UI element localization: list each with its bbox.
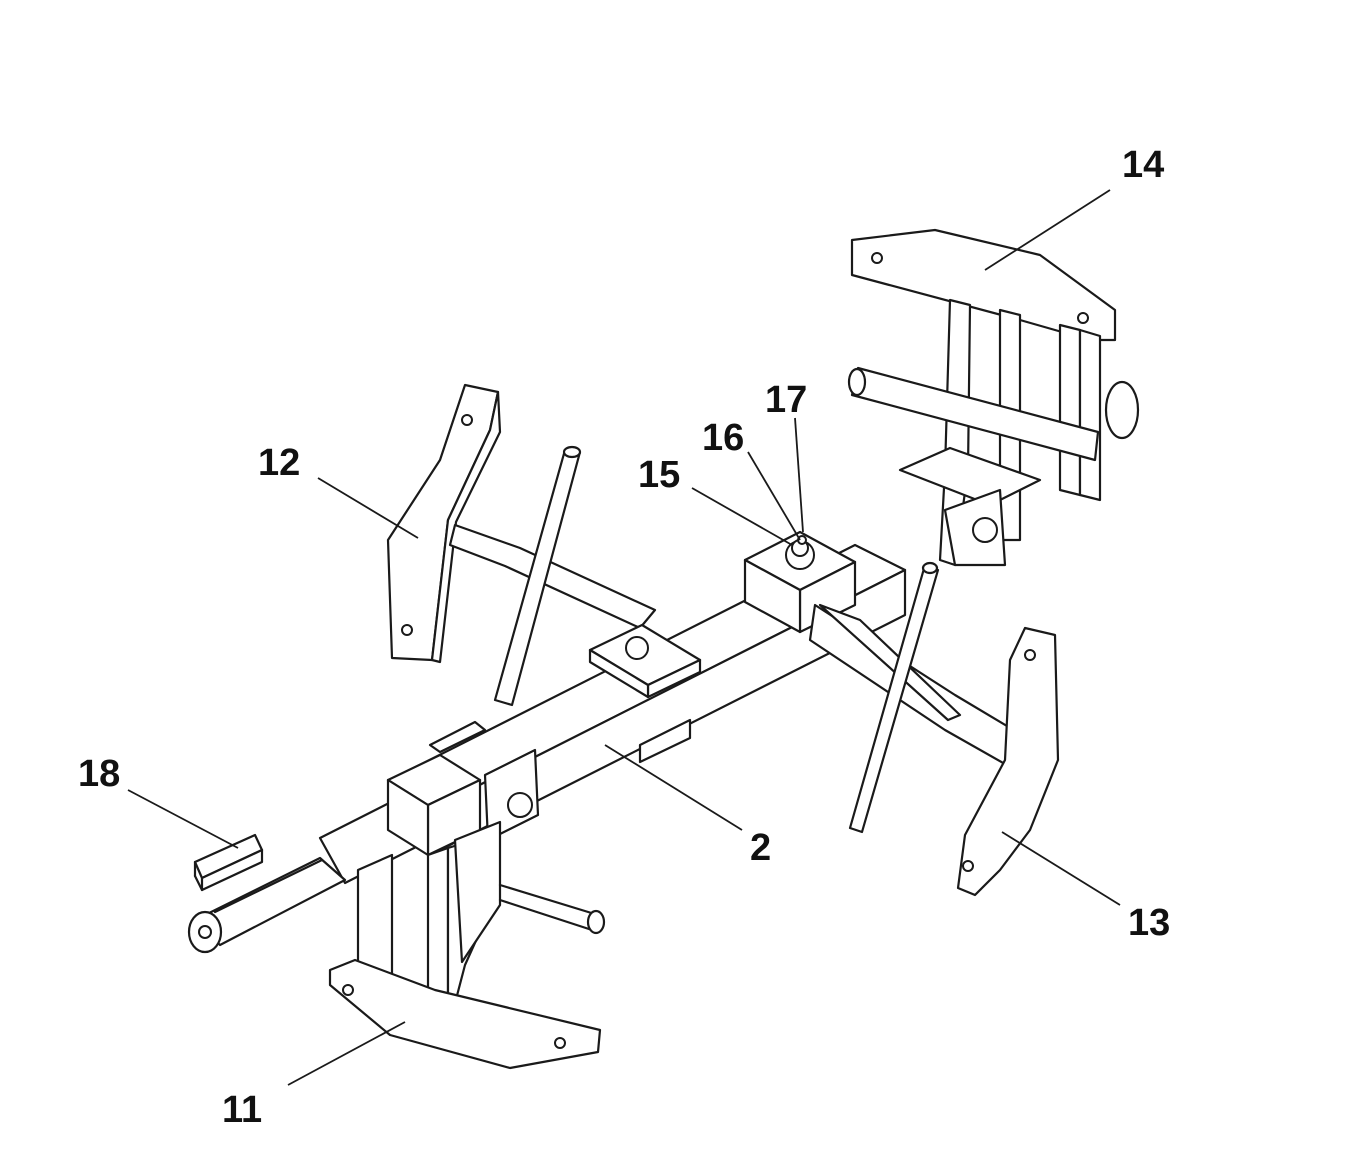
- leader-lines: [127, 189, 1121, 1086]
- key-18: [193, 833, 264, 892]
- leader-2: [604, 744, 743, 831]
- tine-assembly-12: [386, 383, 657, 707]
- callout-12: 12: [258, 442, 300, 484]
- center-clamp-plate: [588, 623, 702, 764]
- callout-labels: 2 11 12 13 14 15 16 17 18: [78, 144, 1170, 1131]
- callout-15: 15: [638, 454, 680, 496]
- callout-2: 2: [750, 827, 771, 869]
- callout-18: 18: [78, 753, 120, 795]
- leader-12: [317, 477, 419, 539]
- center-hub-15-16-17: [743, 530, 857, 634]
- leader-16: [747, 451, 801, 541]
- leader-14: [984, 189, 1111, 271]
- tine-assembly-14: [847, 228, 1140, 567]
- leader-11: [287, 1021, 406, 1086]
- callout-13: 13: [1128, 902, 1170, 944]
- leader-17: [794, 417, 804, 533]
- leader-13: [1001, 831, 1121, 906]
- callout-14: 14: [1122, 144, 1164, 186]
- callout-11: 11: [222, 1089, 262, 1131]
- leader-18: [127, 789, 239, 849]
- callout-17: 17: [765, 379, 807, 421]
- tine-assembly-11: [328, 820, 606, 1070]
- tine-assembly-13: [808, 561, 1060, 897]
- callout-16: 16: [702, 417, 744, 459]
- leader-15: [691, 487, 793, 546]
